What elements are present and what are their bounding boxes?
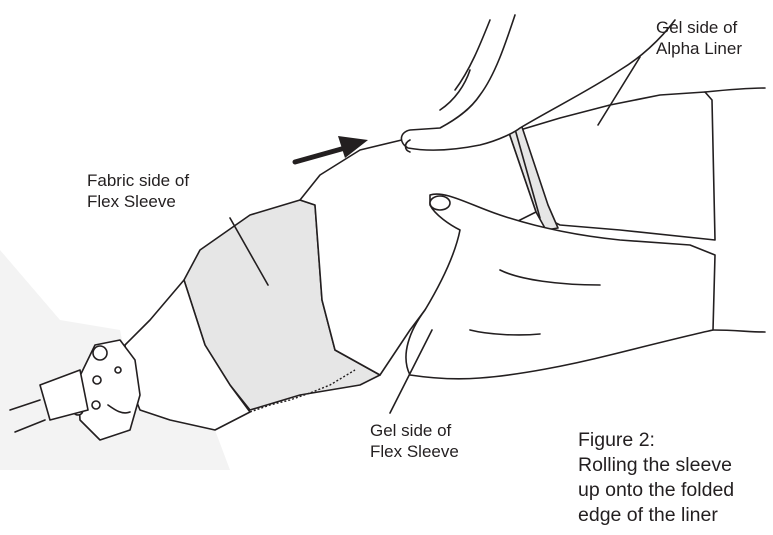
label-line: Gel side of xyxy=(656,17,742,38)
label-line: Alpha Liner xyxy=(656,38,742,59)
caption-title: Figure 2: xyxy=(578,428,734,453)
label-line: Fabric side of xyxy=(87,170,189,191)
label-line: Flex Sleeve xyxy=(87,191,189,212)
figure-caption: Figure 2: Rolling the sleeve up onto the… xyxy=(578,428,734,528)
caption-line: up onto the folded xyxy=(578,478,734,503)
label-alpha-liner-gel: Gel side of Alpha Liner xyxy=(656,17,742,59)
caption-line: edge of the liner xyxy=(578,503,734,528)
label-flex-sleeve-fabric: Fabric side of Flex Sleeve xyxy=(87,170,189,212)
caption-line: Rolling the sleeve xyxy=(578,453,734,478)
label-line: Flex Sleeve xyxy=(370,441,459,462)
label-line: Gel side of xyxy=(370,420,459,441)
label-flex-sleeve-gel: Gel side of Flex Sleeve xyxy=(370,420,459,462)
